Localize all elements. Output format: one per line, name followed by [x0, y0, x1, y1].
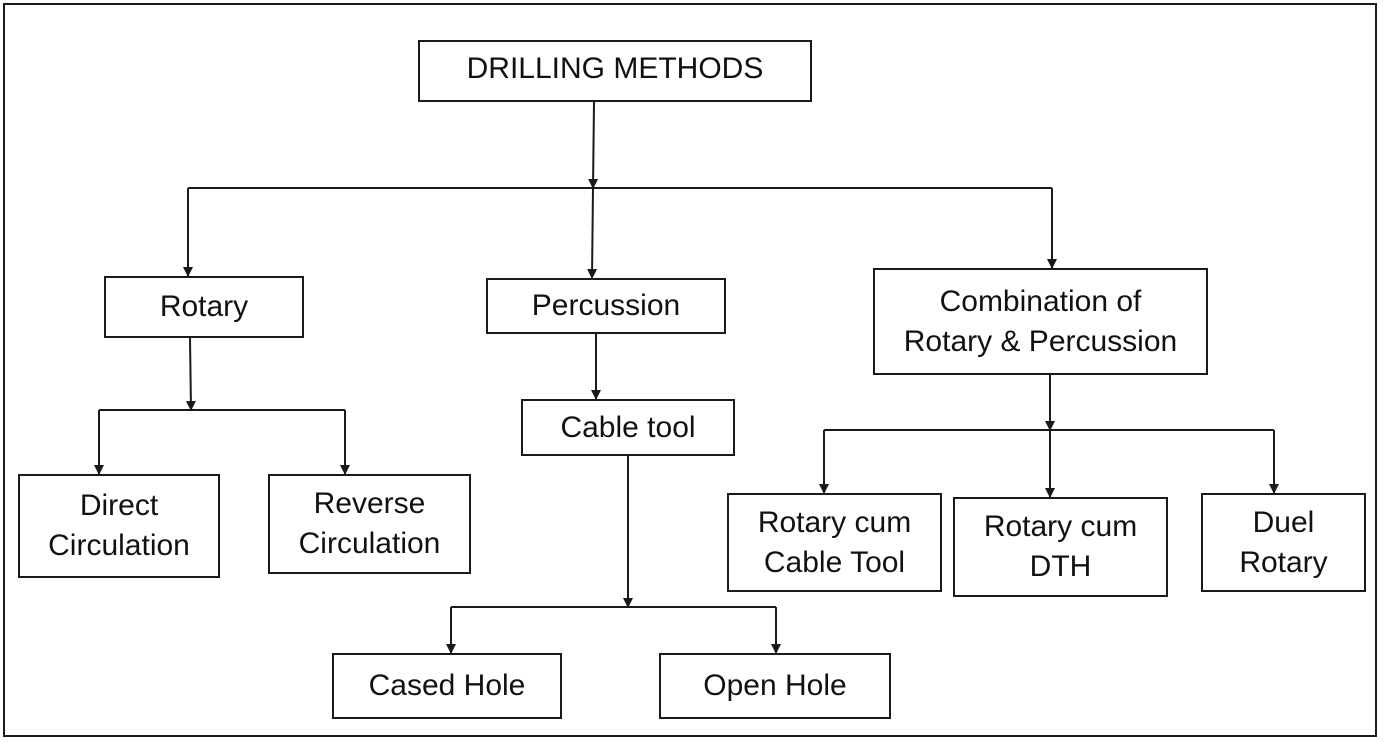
connector-root-down [588, 101, 599, 189]
node-direct-circulation: Direct Circulation [18, 474, 220, 578]
node-duel-rotary: Duel Rotary [1201, 493, 1366, 592]
node-combination: Combination of Rotary & Percussion [873, 268, 1208, 375]
node-reverse-circulation: Reverse Circulation [268, 474, 471, 574]
diagram-frame [3, 3, 1377, 737]
node-rotary-cum-cable-tool: Rotary cum Cable Tool [727, 493, 942, 592]
node-rotary-cum-dth: Rotary cum DTH [953, 497, 1168, 597]
connector-rotary-down [185, 337, 196, 411]
node-cable-tool: Cable tool [521, 399, 735, 456]
node-open-hole: Open Hole [659, 653, 891, 719]
node-percussion: Percussion [486, 278, 726, 334]
node-cased-hole: Cased Hole [332, 653, 562, 719]
node-rotary: Rotary [104, 276, 304, 338]
connector-to-percussion [587, 187, 598, 279]
node-drilling-methods: DRILLING METHODS [418, 40, 812, 102]
